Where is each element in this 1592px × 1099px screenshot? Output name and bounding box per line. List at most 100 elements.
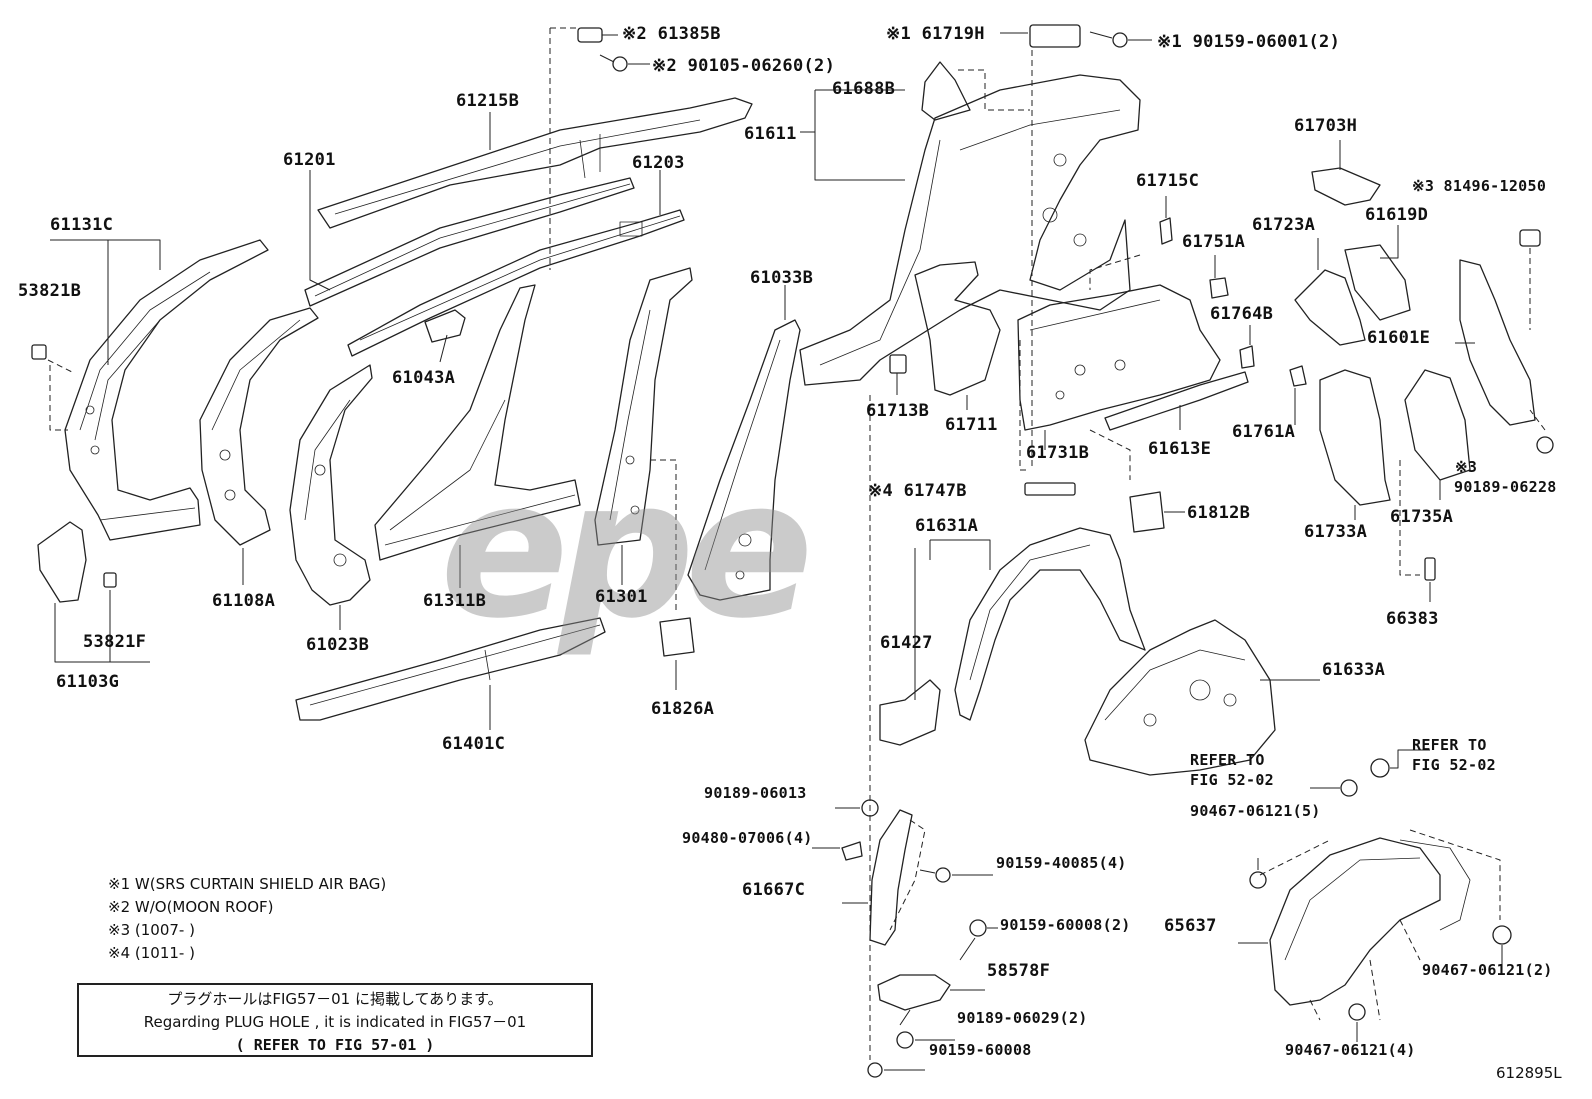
pillar-61131c-shape <box>64 239 269 541</box>
label-61023b[interactable]: 61023B <box>306 635 370 655</box>
label-61611[interactable]: 61611 <box>744 124 797 144</box>
label-61631a[interactable]: 61631A <box>915 516 979 536</box>
label-90189-06013[interactable]: 90189-06013 <box>704 784 807 802</box>
label-53821f[interactable]: 53821F <box>83 632 147 652</box>
label-90159-60008-2[interactable]: 90159-60008(2) <box>1000 916 1131 934</box>
label-90467-06121-2[interactable]: 90467-06121(2) <box>1422 961 1553 979</box>
clip-90467-5-shape <box>1249 871 1267 889</box>
label-65637[interactable]: 65637 <box>1164 916 1217 936</box>
bolt-refer-right-shape <box>1370 758 1390 778</box>
label-61215b[interactable]: 61215B <box>456 91 520 111</box>
label-61812b[interactable]: 61812B <box>1187 503 1251 523</box>
label-refer-left-1[interactable]: REFER TO <box>1190 751 1265 769</box>
label-61731b[interactable]: 61731B <box>1026 443 1090 463</box>
clip-53821f-shape <box>103 572 117 588</box>
label-61401c[interactable]: 61401C <box>442 734 506 754</box>
label-61427[interactable]: 61427 <box>880 633 933 653</box>
side-outer-61311b-shape <box>374 284 581 561</box>
label-61633a[interactable]: 61633A <box>1322 660 1386 680</box>
label-61203[interactable]: 61203 <box>632 153 685 173</box>
label-61131c[interactable]: 61131C <box>50 215 114 235</box>
roof-rail-61215b-shape <box>317 97 753 229</box>
label-61735a[interactable]: 61735A <box>1390 507 1454 527</box>
watermark: epe <box>440 439 814 660</box>
bolt-90159-06001-shape <box>1112 32 1128 48</box>
pad-61812b-shape <box>1129 491 1165 533</box>
bracket-61043a-shape <box>424 309 466 343</box>
label-61826a[interactable]: 61826A <box>651 699 715 719</box>
clip-61385b-shape <box>577 27 603 43</box>
label-61601e[interactable]: 61601E <box>1367 328 1431 348</box>
label-61747b[interactable]: ※4 61747B <box>868 481 967 501</box>
label-90159-06001[interactable]: ※1 90159-06001(2) <box>1157 32 1341 52</box>
label-61667c[interactable]: 61667C <box>742 880 806 900</box>
label-90189-06228-note: ※3 <box>1455 458 1478 476</box>
label-61713b[interactable]: 61713B <box>866 401 930 421</box>
label-61103g[interactable]: 61103G <box>56 672 120 692</box>
bracket-61103g-shape <box>37 521 87 603</box>
clip-90467-2-shape <box>1492 925 1512 945</box>
label-90467-06121-4[interactable]: 90467-06121(4) <box>1285 1041 1416 1059</box>
label-90467-06121-5[interactable]: 90467-06121(5) <box>1190 802 1321 820</box>
label-58578f[interactable]: 58578F <box>987 961 1051 981</box>
label-61751a[interactable]: 61751A <box>1182 232 1246 252</box>
label-61201[interactable]: 61201 <box>283 150 336 170</box>
label-61719h[interactable]: ※1 61719H <box>886 24 985 44</box>
liner-61667c-shape <box>869 809 913 946</box>
plug-hole-refer-link[interactable]: ( REFER TO FIG 57-01 ) <box>235 1036 435 1054</box>
footnote-1: ※1 W(SRS CURTAIN SHIELD AIR BAG) <box>108 875 387 893</box>
label-61043a[interactable]: 61043A <box>392 368 456 388</box>
label-66383[interactable]: 66383 <box>1386 609 1439 629</box>
label-refer-right-1[interactable]: REFER TO <box>1412 736 1487 754</box>
clip-90189-06013-shape <box>861 799 879 817</box>
clip-53821b-shape <box>31 344 47 360</box>
label-81496-12050[interactable]: ※3 81496-12050 <box>1412 177 1547 195</box>
label-90159-60008[interactable]: 90159-60008 <box>929 1041 1032 1059</box>
label-61108a[interactable]: 61108A <box>212 591 276 611</box>
footnote-3: ※3 (1007- ) <box>108 921 195 939</box>
bracket-61703h-shape <box>1311 167 1381 206</box>
label-61711[interactable]: 61711 <box>945 415 998 435</box>
roof-rail-61201-shape <box>304 177 635 307</box>
bolt-90159-60008-2-shape <box>969 919 987 937</box>
label-61764b[interactable]: 61764B <box>1210 304 1274 324</box>
label-90189-06228[interactable]: 90189-06228 <box>1454 478 1557 496</box>
label-90105-06260[interactable]: ※2 90105-06260(2) <box>652 56 836 76</box>
bracket-61751a-shape <box>1209 277 1229 299</box>
plug-hole-jp: プラグホールはFIG57－01 に掲載してあります。 <box>167 990 503 1008</box>
label-refer-right-2[interactable]: FIG 52-02 <box>1412 756 1496 774</box>
extension-61735a-shape <box>1404 369 1471 481</box>
bolt-90159-40085-shape <box>935 867 951 883</box>
label-61033b[interactable]: 61033B <box>750 268 814 288</box>
label-61688b[interactable]: 61688B <box>832 79 896 99</box>
label-61619d[interactable]: 61619D <box>1365 205 1429 225</box>
bolt-90189-06228-shape <box>1536 436 1554 454</box>
quarter-panel-61611-shape <box>799 74 1141 386</box>
label-61613e[interactable]: 61613E <box>1148 439 1212 459</box>
pillar-61033b-shape <box>687 319 801 601</box>
panel-61601e-shape <box>1459 259 1536 426</box>
inner-panel-61731b-shape <box>1017 284 1221 431</box>
clip-61761a-shape <box>1289 365 1307 387</box>
extension-61733a-shape <box>1319 369 1391 506</box>
bracket-61715c-shape <box>1159 217 1173 245</box>
label-61311b[interactable]: 61311B <box>423 591 487 611</box>
label-61385b[interactable]: ※2 61385B <box>622 24 721 44</box>
label-90189-06029[interactable]: 90189-06029(2) <box>957 1009 1088 1027</box>
footnote-2: ※2 W/O(MOON ROOF) <box>108 898 274 916</box>
label-90480-07006[interactable]: 90480-07006(4) <box>682 829 813 847</box>
plug-hole-notice: プラグホールはFIG57－01 に掲載してあります。 Regarding PLU… <box>77 983 593 1057</box>
label-61723a[interactable]: 61723A <box>1252 215 1316 235</box>
label-90159-40085[interactable]: 90159-40085(4) <box>996 854 1127 872</box>
label-61715c[interactable]: 61715C <box>1136 171 1200 191</box>
label-61761a[interactable]: 61761A <box>1232 422 1296 442</box>
liner-65637-shape <box>1269 837 1471 1006</box>
clip-61713b-shape <box>889 354 907 374</box>
label-61703h[interactable]: 61703H <box>1294 116 1358 136</box>
label-refer-left-2[interactable]: FIG 52-02 <box>1190 771 1274 789</box>
label-61301[interactable]: 61301 <box>595 587 648 607</box>
label-53821b[interactable]: 53821B <box>18 281 82 301</box>
label-61733a[interactable]: 61733A <box>1304 522 1368 542</box>
